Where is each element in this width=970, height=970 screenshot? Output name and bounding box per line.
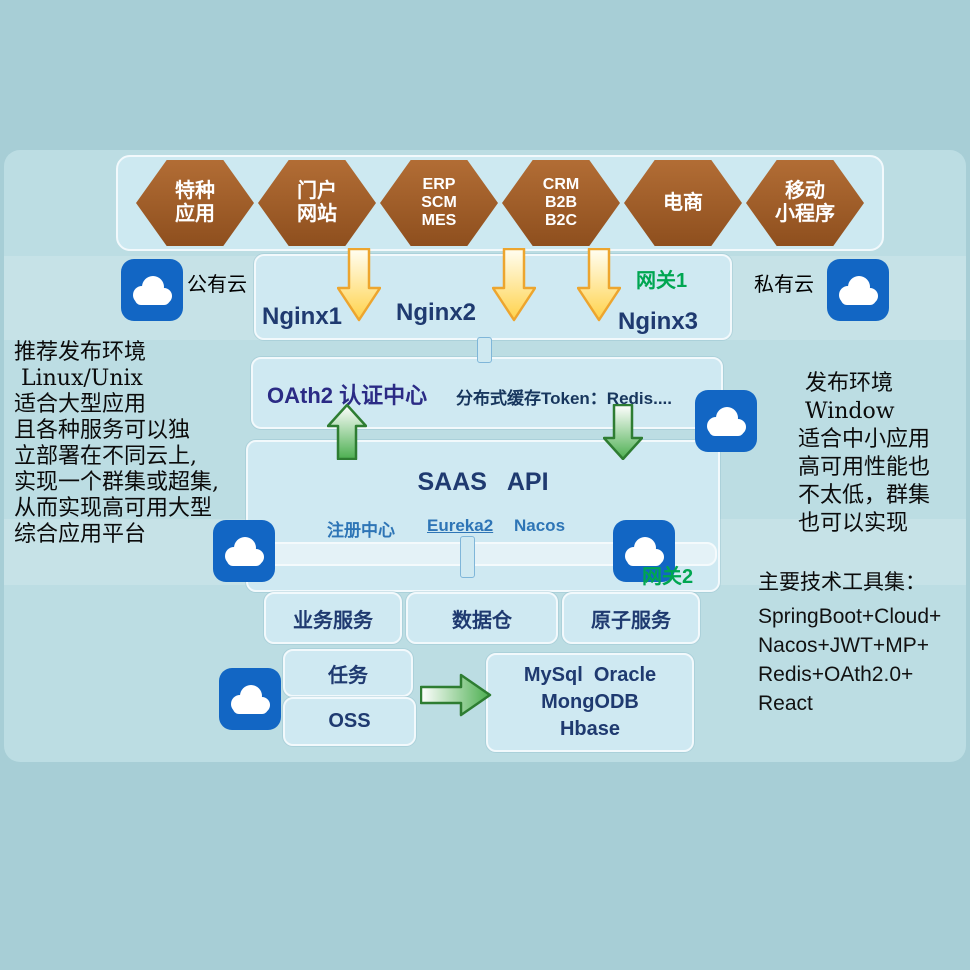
hexagon-mobile-miniprogram: 移动 小程序 xyxy=(746,160,864,246)
tools-note: 主要技术工具集： SpringBoot+Cloud+ Nacos+JWT+MP+… xyxy=(758,566,941,718)
left-note-line: 立部署在不同云上, xyxy=(14,444,197,469)
nginx1-label: Nginx1 xyxy=(262,303,343,330)
cloud-icon-oauth-right xyxy=(695,390,757,452)
hexagon-label: CRM xyxy=(542,176,580,193)
hexagon-label: 电商 xyxy=(663,191,703,214)
data-warehouse-box: 数据仓 xyxy=(406,592,558,644)
cloud-icon-private xyxy=(827,259,889,321)
hexagon-label: MES xyxy=(421,212,457,229)
left-note-line: 且各种服务可以独 xyxy=(14,418,191,443)
registry-label: 注册中心 xyxy=(327,521,395,540)
green-down-arrow-icon xyxy=(603,404,643,460)
tools-note-line: Redis+OAth2.0+ xyxy=(758,663,914,686)
data-warehouse-label: 数据仓 xyxy=(452,609,512,632)
app-layer-panel: 特种 应用 门户 网站 ERP SCM MES CRM B2B B2C 电商 移… xyxy=(116,155,884,251)
database-label: Hbase xyxy=(559,718,621,740)
eureka-label: Eureka2 xyxy=(427,516,494,535)
task-box: 任务 xyxy=(283,649,413,697)
oss-box: OSS xyxy=(283,697,416,746)
saas-box: SAAS API 注册中心 Eureka2 Nacos xyxy=(246,440,720,592)
cloud-icon-saas-left xyxy=(213,520,275,582)
hexagon-special-apps: 特种 应用 xyxy=(136,160,254,246)
database-label: MySql Oracle xyxy=(523,664,657,686)
private-cloud-label: 私有云 xyxy=(754,274,814,296)
task-label: 任务 xyxy=(328,664,368,687)
tools-note-line: Nacos+JWT+MP+ xyxy=(758,634,929,657)
gateway2-label: 网关2 xyxy=(642,566,694,588)
gateway1-label: 网关1 xyxy=(636,270,688,292)
hexagon-erp-scm-mes: ERP SCM MES xyxy=(380,160,498,246)
cloud-icon-public xyxy=(121,259,183,321)
left-note-line: 适合大型应用 xyxy=(14,392,147,417)
tools-note-line: React xyxy=(758,692,813,715)
yellow-down-arrow-icon xyxy=(577,248,621,322)
green-up-arrow-icon xyxy=(327,404,367,460)
database-label: MongODB xyxy=(541,691,639,713)
hexagon-label: B2B xyxy=(544,194,577,211)
hexagon-label: 小程序 xyxy=(775,203,835,225)
business-service-box: 业务服务 xyxy=(264,592,402,644)
hexagon-ecommerce: 电商 xyxy=(624,160,742,246)
right-note-line: 也可以实现 xyxy=(798,511,909,536)
saas-title: SAAS API xyxy=(417,468,549,496)
right-note-line: 发布环境 xyxy=(798,371,893,396)
atomic-service-label: 原子服务 xyxy=(591,609,671,632)
yellow-down-arrow-icon xyxy=(492,248,536,322)
green-right-arrow-icon xyxy=(420,673,492,717)
left-note-line: Linux/Unix xyxy=(14,366,143,391)
gateway1-box xyxy=(254,254,732,340)
right-note-line: 不太低，群集 xyxy=(798,483,931,508)
business-service-label: 业务服务 xyxy=(293,609,373,632)
token-cache-label: 分布式缓存Token：Redis.... xyxy=(456,389,672,408)
right-note-line: 高可用性能也 xyxy=(798,455,931,480)
left-note: 推荐发布环境 Linux/Unix 适合大型应用 且各种服务可以独 立部署在不同… xyxy=(14,340,219,548)
left-note-line: 实现一个群集或超集, xyxy=(14,470,219,495)
nacos-label: Nacos xyxy=(514,516,566,535)
hexagon-label: ERP xyxy=(422,176,456,193)
nginx3-label: Nginx3 xyxy=(618,308,699,335)
hexagon-label: 应用 xyxy=(175,203,215,225)
tools-note-line: SpringBoot+Cloud+ xyxy=(758,605,942,628)
hexagon-crm-b2b-b2c: CRM B2B B2C xyxy=(502,160,620,246)
atomic-service-box: 原子服务 xyxy=(562,592,700,644)
hexagon-label: 门户 xyxy=(297,180,337,202)
hexagon-label: 网站 xyxy=(297,203,337,225)
database-box: MySql Oracle MongODB Hbase xyxy=(486,653,694,752)
nginx2-label: Nginx2 xyxy=(396,299,477,326)
left-note-line: 从而实现高可用大型 xyxy=(14,496,213,521)
public-cloud-label: 公有云 xyxy=(187,274,247,296)
right-note-line: 适合中小应用 xyxy=(798,427,931,452)
oss-label: OSS xyxy=(328,710,371,732)
left-note-line: 推荐发布环境 xyxy=(14,340,147,365)
cloud-icon-saas-right xyxy=(613,520,675,582)
oauth-box: OAth2 认证中心 分布式缓存Token：Redis.... xyxy=(251,357,723,429)
left-note-line: 综合应用平台 xyxy=(14,522,147,547)
yellow-down-arrow-icon xyxy=(337,248,381,322)
connector xyxy=(477,337,492,363)
hexagon-label: SCM xyxy=(421,194,457,211)
connector xyxy=(460,536,475,578)
hexagon-portal-site: 门户 网站 xyxy=(258,160,376,246)
right-note: 发布环境 Window 适合中小应用 高可用性能也 不太低，群集 也可以实现 xyxy=(798,370,930,538)
right-note-line: Window xyxy=(798,399,895,424)
hexagon-label: 移动 xyxy=(785,180,825,202)
cloud-icon-bottom-left xyxy=(219,668,281,730)
hexagon-label: B2C xyxy=(544,212,577,229)
hexagon-label: 特种 xyxy=(175,180,215,202)
tools-note-title: 主要技术工具集： xyxy=(758,570,926,594)
